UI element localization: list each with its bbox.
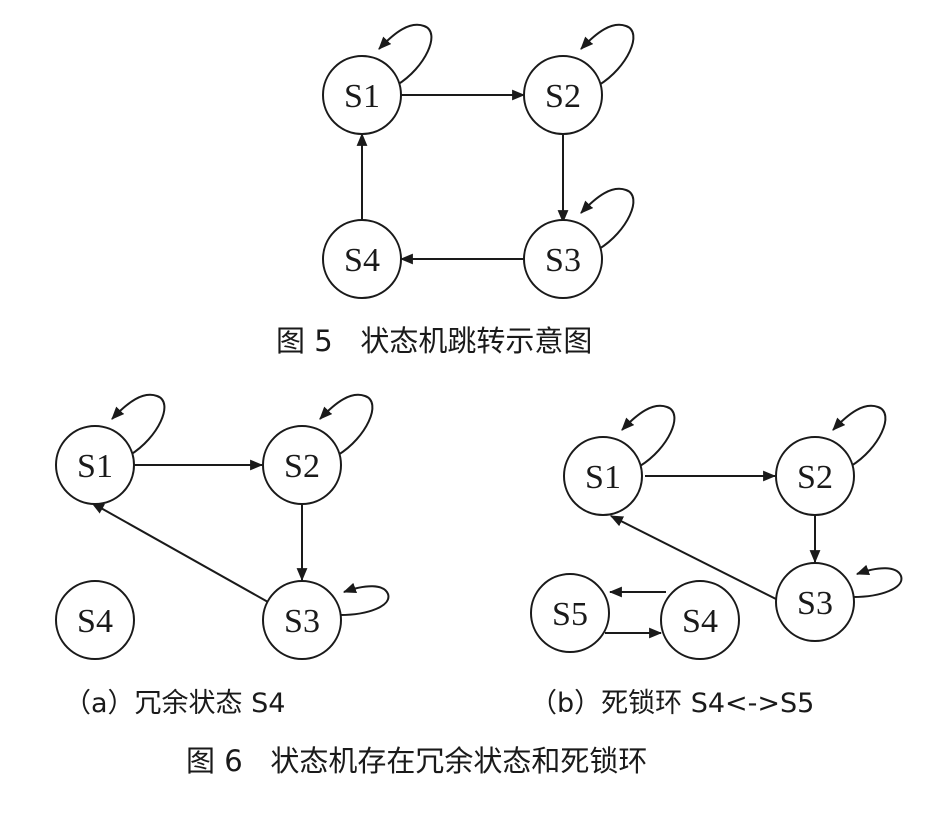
fig5-node-label-s1: S1 (344, 78, 380, 115)
fig6b-self-loop-s2 (832, 404, 887, 467)
fig6b-node-label-s1: S1 (585, 459, 621, 496)
fig5-node-label-s4: S4 (344, 242, 380, 279)
fig6a-self-loop-s2 (319, 393, 374, 456)
fig5-node-s3 (523, 219, 603, 299)
fig6b-node-label-s4: S4 (682, 603, 718, 640)
fig5-node-label-s3: S3 (545, 242, 581, 279)
fig6a-node-label-s4: S4 (77, 603, 113, 640)
figure-6b-caption: （b）死锁环 S4<->S5 (530, 688, 814, 719)
fig5-node-s2 (523, 55, 603, 135)
fig6b-node-label-s3: S3 (797, 585, 833, 622)
fig6b-self-loop-s1 (621, 404, 676, 467)
figure-6-panel-a: S1 S2 S3 S4 （a）冗余状态 S4 (55, 393, 390, 719)
figure-6a-caption: （a）冗余状态 S4 (64, 688, 285, 719)
fig6a-node-s3 (262, 580, 342, 660)
fig6a-node-s4 (55, 580, 135, 660)
figure-6-panel-b: S1 S2 S3 S4 S5 （b）死锁环 S4<->S5 (530, 404, 903, 719)
fig5-self-loop-s1 (378, 23, 433, 86)
fig6a-node-label-s1: S1 (77, 448, 113, 485)
fig6b-edge-s3-s1 (610, 515, 777, 600)
fig5-self-loop-s3 (580, 187, 635, 250)
fig6a-node-s1 (55, 425, 135, 505)
fig6a-edge-s3-s1 (91, 502, 269, 603)
fig6a-node-label-s3: S3 (284, 603, 320, 640)
fig6b-node-label-s2: S2 (797, 459, 833, 496)
fig6a-node-s2 (262, 425, 342, 505)
figure-5: S1 S2 S3 S4 图 5 状态机跳转示意图 (276, 23, 635, 358)
fig6b-node-s2 (775, 436, 855, 516)
fig6b-self-loop-s3 (852, 564, 903, 598)
fig6b-node-label-s5: S5 (552, 596, 588, 633)
fig6a-self-loop-s3 (339, 582, 390, 616)
fig6b-node-s1 (563, 436, 643, 516)
fig5-node-s4 (322, 219, 402, 299)
fig6a-node-label-s2: S2 (284, 448, 320, 485)
fig6a-self-loop-s1 (111, 393, 166, 456)
fig5-self-loop-s2 (580, 23, 635, 86)
fig5-node-s1 (322, 55, 402, 135)
fig5-node-label-s2: S2 (545, 78, 581, 115)
figure-6-caption: 图 6 状态机存在冗余状态和死锁环 (186, 744, 647, 778)
figure-5-caption: 图 5 状态机跳转示意图 (276, 324, 592, 358)
fig6b-node-s4 (660, 580, 740, 660)
fig6b-node-s5 (530, 573, 610, 653)
fig6b-node-s3 (775, 562, 855, 642)
